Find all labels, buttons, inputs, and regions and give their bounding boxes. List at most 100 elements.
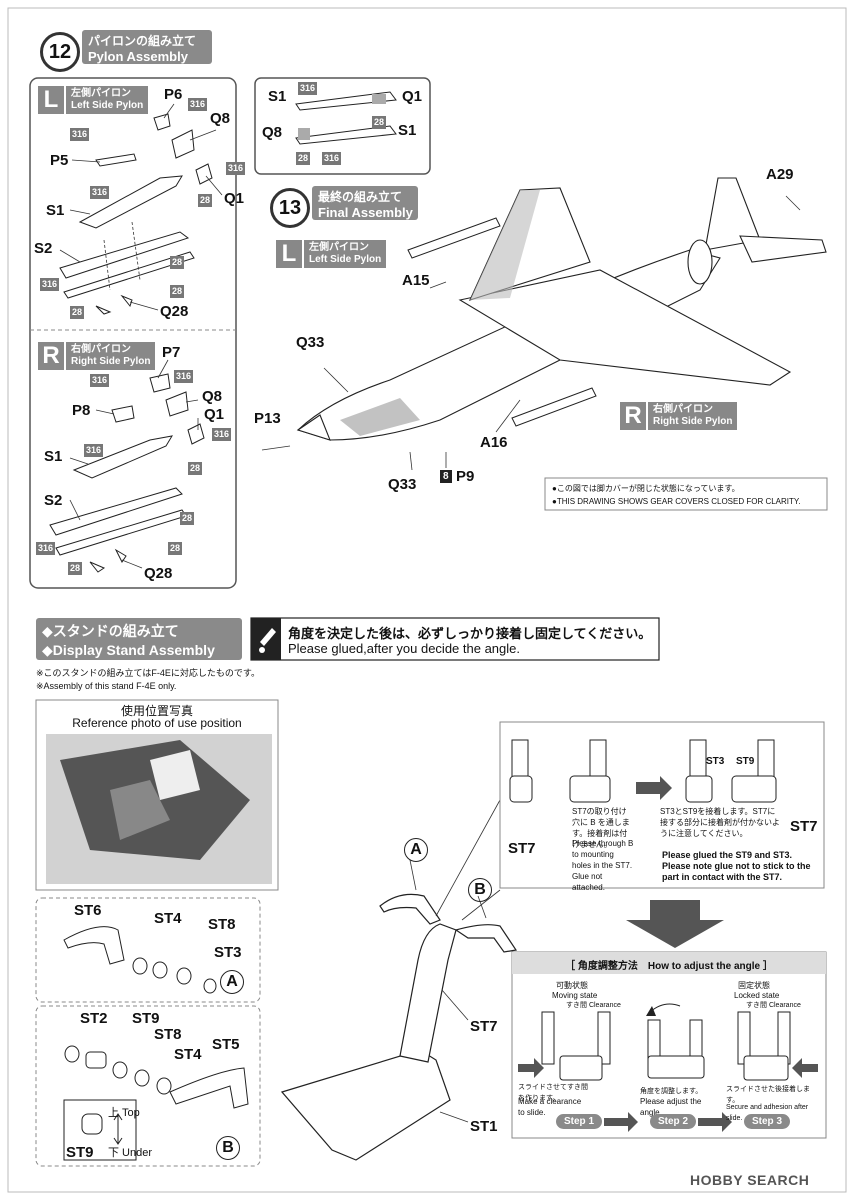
part-label: ST4 (174, 1046, 202, 1063)
stand-header: ◆スタンドの組み立て ◆Display Stand Assembly (36, 618, 242, 660)
paint-code: 316 (40, 278, 60, 291)
left-letter: L (38, 86, 64, 114)
paint-code: 316 (188, 98, 208, 111)
step-1-badge: Step 1 (556, 1114, 603, 1129)
paint-code: 316 (322, 152, 342, 165)
watermark: HOBBY SEARCH (690, 1172, 810, 1188)
part-label: S2 (44, 492, 63, 509)
step-13-header: 最終の組み立て Final Assembly (312, 186, 418, 220)
paint-code: 316 (226, 162, 246, 175)
part-label: ST7 (470, 1018, 498, 1035)
left-side-en: Left Side Pylon (71, 100, 144, 111)
left-side-pylon-tag: L 左側パイロン Left Side Pylon (38, 86, 149, 114)
letter-a-circle: A (220, 970, 244, 994)
state1-jp: 可動状態 (556, 981, 588, 990)
right-side-pylon-tag: R 右側パイロン Right Side Pylon (38, 342, 156, 370)
step-13-title-jp: 最終の組み立て (318, 190, 403, 204)
paint-code: 28 (170, 285, 185, 298)
step-12-title-en: Pylon Assembly (88, 49, 188, 64)
paint-code: 316 (70, 128, 90, 141)
part-label: ST5 (212, 1036, 240, 1053)
paint-code: 28 (170, 256, 185, 269)
final-left-caption: 左側パイロン Left Side Pylon (304, 240, 387, 268)
part-label: ST3 (214, 944, 242, 961)
detail-st7-left: ST7 (508, 840, 536, 857)
part-label: P7 (162, 344, 181, 361)
part-label: Q33 (388, 476, 417, 493)
paint-code: 28 (68, 562, 83, 575)
part-label: Q1 (204, 406, 225, 423)
step2-en: Please adjust the angle. (640, 1097, 702, 1117)
part-label: S1 (268, 88, 287, 105)
part-label: Q33 (296, 334, 325, 351)
right-side-jp: 右側パイロン (71, 344, 131, 355)
part-label: S1 (44, 448, 63, 465)
step2-jp: 角度を調整します。 (640, 1088, 703, 1095)
final-left-en: Left Side Pylon (309, 254, 382, 265)
part-label: A29 (766, 166, 794, 183)
step-2-badge: Step 2 (650, 1114, 697, 1129)
paint-code: 316 (84, 444, 104, 457)
stand-title-en: ◆Display Stand Assembly (42, 642, 215, 658)
st9-label: ST9 (66, 1144, 94, 1161)
clearance-3: すき間 Clearance (746, 1002, 801, 1009)
detail-right-en: Please glued the ST9 and ST3. Please not… (662, 850, 811, 882)
part-label: Q8 (210, 110, 231, 127)
part-label: P5 (50, 152, 69, 169)
paint-code: 316 (90, 374, 110, 387)
letter-b-circle: B (216, 1136, 240, 1160)
detail-right-jp: ST3とST9を接着します。ST7に接する部分に接着剤が付かないように注意してく… (660, 807, 780, 838)
step-12-header: パイロンの組み立て Pylon Assembly (82, 30, 212, 64)
paint-code: 316 (36, 542, 56, 555)
paint-code: 28 (296, 152, 311, 165)
part-label: ST8 (154, 1026, 182, 1043)
p9-code: 8 (440, 470, 452, 483)
state3-en: Locked state (734, 991, 780, 1000)
part-label: Q28 (144, 565, 173, 582)
part-label: P13 (254, 410, 281, 427)
step1-jp: スライドさせてすき間を作ります。 (518, 1084, 588, 1102)
stand-note-jp: ※このスタンドの組み立てはF-4Eに対応したものです。 (36, 668, 260, 678)
paint-code: 28 (70, 306, 85, 319)
part-label: P8 (72, 402, 91, 419)
final-left-jp: 左側パイロン (309, 242, 369, 253)
stand-b-circle: B (468, 878, 492, 902)
detail-st3: ST3 (706, 756, 725, 767)
final-left-pylon-tag: L 左側パイロン Left Side Pylon (276, 240, 387, 268)
part-label: P9 (456, 468, 475, 485)
photo-title-jp: 使用位置写真 (120, 704, 193, 718)
paint-code: 316 (90, 186, 110, 199)
photo-title-en: Reference photo of use position (72, 716, 242, 730)
step-12-number: 12 (40, 32, 80, 72)
stand-title-jp: ◆スタンドの組み立て (42, 623, 179, 639)
adjust-title: ［ 角度調整方法 How to adjust the angle ］ (565, 961, 773, 972)
paint-code: 316 (174, 370, 194, 383)
step-12-title-jp: パイロンの組み立て (88, 34, 197, 48)
right-side-pylon-caption: 右側パイロン Right Side Pylon (66, 342, 156, 370)
final-left-letter: L (276, 240, 302, 268)
part-label: ST2 (80, 1010, 108, 1027)
part-label: Q8 (202, 388, 223, 405)
paint-code: 28 (168, 542, 183, 555)
state1-en: Moving state (552, 991, 598, 1000)
part-label: S1 (46, 202, 65, 219)
part-label: ST4 (154, 910, 182, 927)
paint-code: 28 (180, 512, 195, 525)
final-right-en: Right Side Pylon (653, 416, 733, 427)
gear-note-jp: ●この図では脚カバーが閉じた状態になっています。 (552, 484, 740, 493)
part-label: A16 (480, 434, 508, 451)
part-label: ST8 (208, 916, 236, 933)
gear-note-en: ●THIS DRAWING SHOWS GEAR COVERS CLOSED F… (552, 497, 801, 506)
clearance-1: すき間 Clearance (566, 1002, 621, 1009)
state3-jp: 固定状態 (738, 981, 770, 990)
step1-en: Make a clearance to slide. (518, 1097, 582, 1117)
part-label: ST6 (74, 902, 102, 919)
under-label: 下 Under (108, 1147, 153, 1159)
right-side-en: Right Side Pylon (71, 356, 151, 367)
paint-code: 28 (372, 116, 387, 129)
final-right-letter: R (620, 402, 646, 430)
glue-note-jp: 角度を決定した後は、必ずしっかり接着し固定してください。 (288, 626, 652, 641)
part-label: Q8 (262, 124, 283, 141)
step3-jp: スライドさせた後接着します。 (726, 1086, 810, 1104)
